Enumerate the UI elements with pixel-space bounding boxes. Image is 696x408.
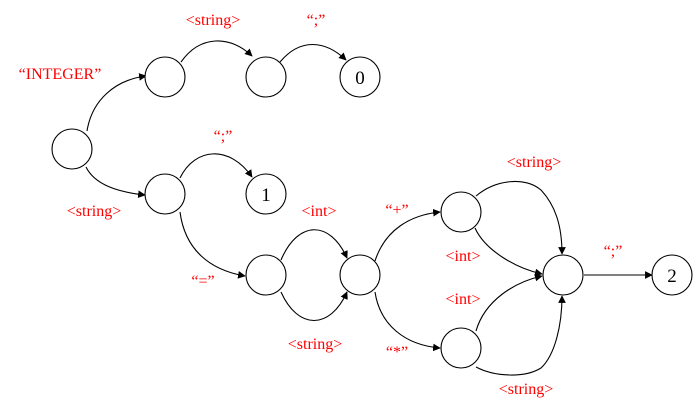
state-final-1: [245, 173, 287, 215]
edge-h-to-i-lower: [475, 295, 566, 376]
edge-d-to-e: [280, 229, 348, 261]
edge-c-to-f1: [179, 153, 253, 179]
states: [51, 56, 693, 369]
edge-g-to-i-upper: [475, 180, 566, 255]
label-plus: “+”: [385, 202, 408, 219]
state-b: [245, 56, 287, 98]
label-star: “*”: [386, 344, 408, 361]
edges: [85, 40, 653, 376]
state-c: [144, 173, 186, 215]
label-string-top: <string>: [186, 12, 241, 29]
label-integer: “INTEGER”: [19, 66, 102, 83]
label-equals: “=”: [191, 273, 214, 290]
edge-a-to-b: [180, 40, 253, 63]
state-h: [440, 327, 482, 369]
label-int-upper: <int>: [446, 248, 481, 265]
label-int-mid: <int>: [302, 203, 337, 220]
final-label-0: 0: [355, 68, 365, 89]
edge-start-to-c: [85, 166, 146, 199]
state-i: [542, 254, 584, 296]
label-string-upper: <string>: [507, 154, 562, 171]
label-string-lower: <string>: [499, 381, 554, 398]
state-a: [144, 56, 186, 98]
state-g: [440, 191, 482, 233]
final-label-1: 1: [261, 185, 271, 206]
edge-b-to-f0: [279, 43, 347, 63]
edge-h-to-i-upper: [475, 273, 543, 332]
edge-g-to-i-lower: [474, 227, 543, 277]
state-final-2: [651, 254, 693, 296]
label-semicolon-top: “;”: [307, 12, 326, 29]
label-string-left: <string>: [67, 203, 122, 220]
edge-labels: “INTEGER” <string> “;” <string> “;” “=” …: [19, 12, 623, 398]
final-state-labels: 0 1 2: [261, 68, 677, 287]
edge-e-to-h: [374, 291, 441, 352]
label-semicolon-right: “;”: [604, 243, 623, 260]
label-semicolon-mid: “;”: [214, 128, 233, 145]
state-final-0: [339, 56, 381, 98]
state-e: [339, 254, 381, 296]
state-start: [51, 128, 93, 170]
label-string-loop: <string>: [288, 336, 343, 353]
state-d: [245, 254, 287, 296]
final-label-2: 2: [667, 266, 677, 287]
label-int-lower: <int>: [446, 291, 481, 308]
edge-d-to-e-loop: [280, 291, 348, 321]
edge-c-to-d: [179, 211, 246, 279]
edge-start-to-a: [86, 73, 147, 132]
edge-e-to-g: [374, 208, 441, 262]
